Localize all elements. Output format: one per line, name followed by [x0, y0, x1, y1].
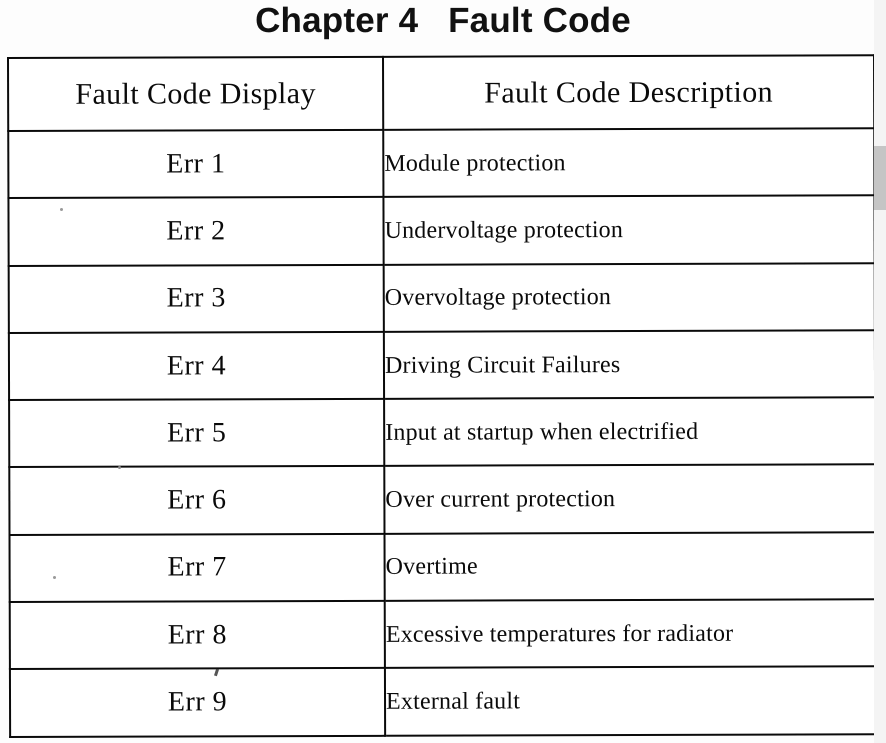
fault-code-description: External fault — [384, 666, 877, 736]
table-row: Err 6 Over current protection — [9, 464, 876, 535]
scan-edge-gutter — [874, 0, 886, 743]
fault-code-description: Module protection — [383, 128, 875, 198]
table-row: Err 5 Input at startup when electrified — [9, 397, 876, 468]
fault-code-description: Excessive temperatures for radiator — [384, 599, 876, 669]
fault-code-description: Over current protection — [384, 464, 876, 534]
fault-code-table-container: Fault Code Display Fault Code Descriptio… — [7, 54, 878, 738]
fault-code-value: Err 6 — [9, 466, 385, 535]
fault-code-description: Undervoltage protection — [383, 195, 875, 265]
fault-code-value: Err 7 — [9, 533, 385, 603]
table-row: Err 4 Driving Circuit Failures — [8, 330, 876, 401]
table-row: Err 7 Overtime — [9, 532, 876, 603]
table-row: Err 9 External fault — [9, 666, 877, 737]
fault-code-value: Err 1 — [8, 129, 384, 199]
column-header-fault-code-description: Fault Code Description — [383, 55, 875, 130]
table-row: Err 1 Module protection — [8, 128, 875, 199]
fault-code-description: Input at startup when electrified — [384, 397, 876, 467]
scan-speck-artifact — [53, 576, 56, 579]
fault-code-value: Err 4 — [8, 331, 385, 401]
table-row: Err 2 Undervoltage protection — [8, 195, 875, 266]
fault-code-table: Fault Code Display Fault Code Descriptio… — [7, 54, 878, 738]
scan-speck-artifact — [60, 208, 63, 211]
scan-speck-artifact — [118, 466, 121, 469]
fault-code-value: Err 3 — [8, 264, 384, 333]
fault-code-value: Err 5 — [9, 399, 385, 468]
fault-code-value: Err 2 — [8, 197, 384, 266]
column-header-fault-code-display: Fault Code Display — [8, 56, 384, 131]
fault-code-description: Driving Circuit Failures — [383, 330, 876, 400]
table-row: Err 8 Excessive temperatures for radiato… — [9, 599, 876, 670]
table-header-row: Fault Code Display Fault Code Descriptio… — [8, 55, 875, 131]
table-row: Err 3 Overvoltage protection — [8, 262, 875, 333]
fault-code-description: Overvoltage protection — [383, 262, 875, 332]
fault-code-value: Err 8 — [9, 600, 385, 670]
page-title: Chapter 4 Fault Code — [255, 1, 631, 40]
scan-edge-shadow-artifact — [874, 146, 886, 210]
fault-code-value: Err 9 — [9, 668, 386, 737]
fault-code-description: Overtime — [384, 532, 876, 601]
